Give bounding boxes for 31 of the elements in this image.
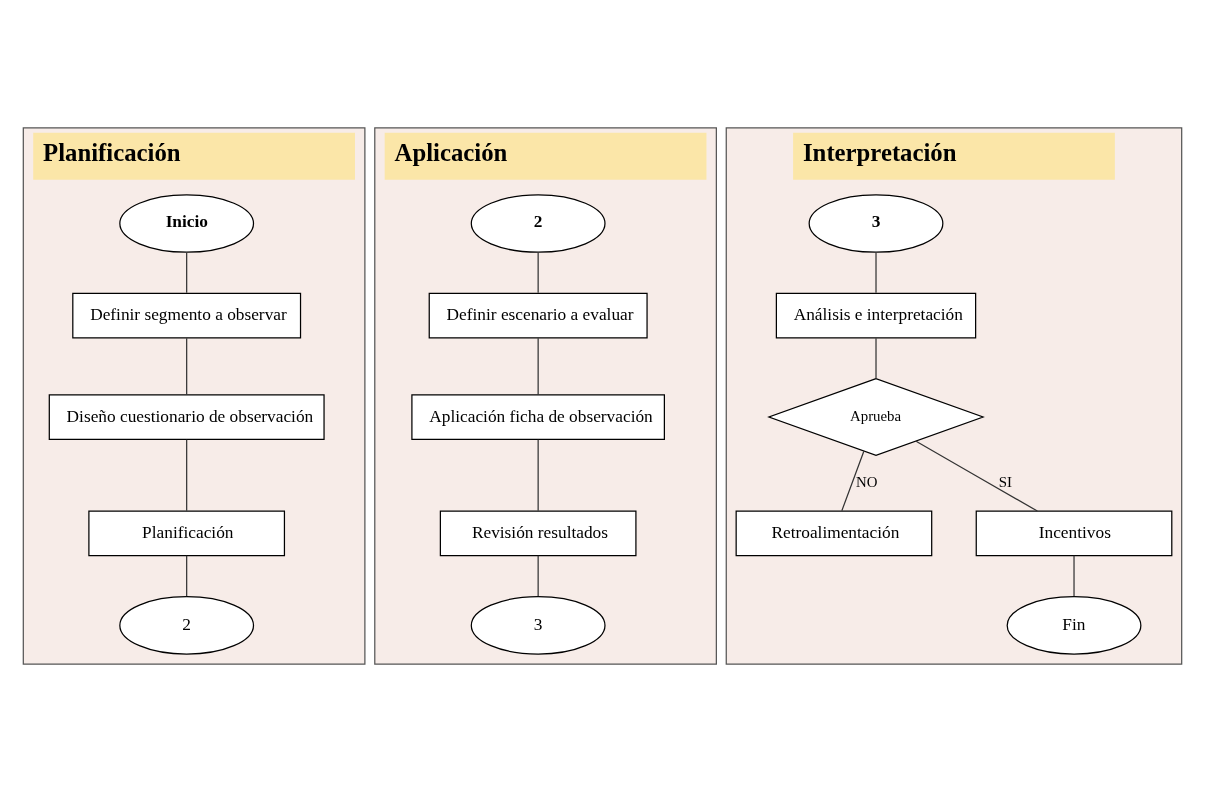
connector [537,252,539,294]
connector [875,337,877,379]
connector [186,337,188,396]
node-ellipse: 3 [470,596,606,655]
node-box: Incentivos [975,510,1173,557]
node-box: Definir segmento a observar [72,292,302,339]
node-box: Diseño cuestionario de observación [48,394,325,440]
connector [537,439,539,512]
node-box: Planificación [88,510,286,557]
node-box: Análisis e interpretación [775,292,977,339]
connector [186,439,188,512]
edge-label: NO [856,474,878,491]
connector [875,252,877,294]
node-box: Revisión resultados [439,510,637,557]
node-diamond: Aprueba [767,378,985,457]
connector [841,450,865,512]
node-ellipse: 2 [119,596,255,655]
connector [1073,555,1075,597]
connector [186,555,188,597]
node-box: Definir escenario a evaluar [428,292,648,339]
node-ellipse: Fin [1006,596,1142,655]
node-box: Aplicación ficha de observación [411,394,665,440]
connector [186,252,188,294]
node-ellipse: Inicio [119,194,255,253]
node-ellipse: 3 [808,194,944,253]
node-ellipse: 2 [470,194,606,253]
connector [915,440,1038,512]
connector [537,337,539,396]
node-box: Retroalimentación [735,510,933,557]
connector [537,555,539,597]
edge-label: SI [998,474,1012,491]
